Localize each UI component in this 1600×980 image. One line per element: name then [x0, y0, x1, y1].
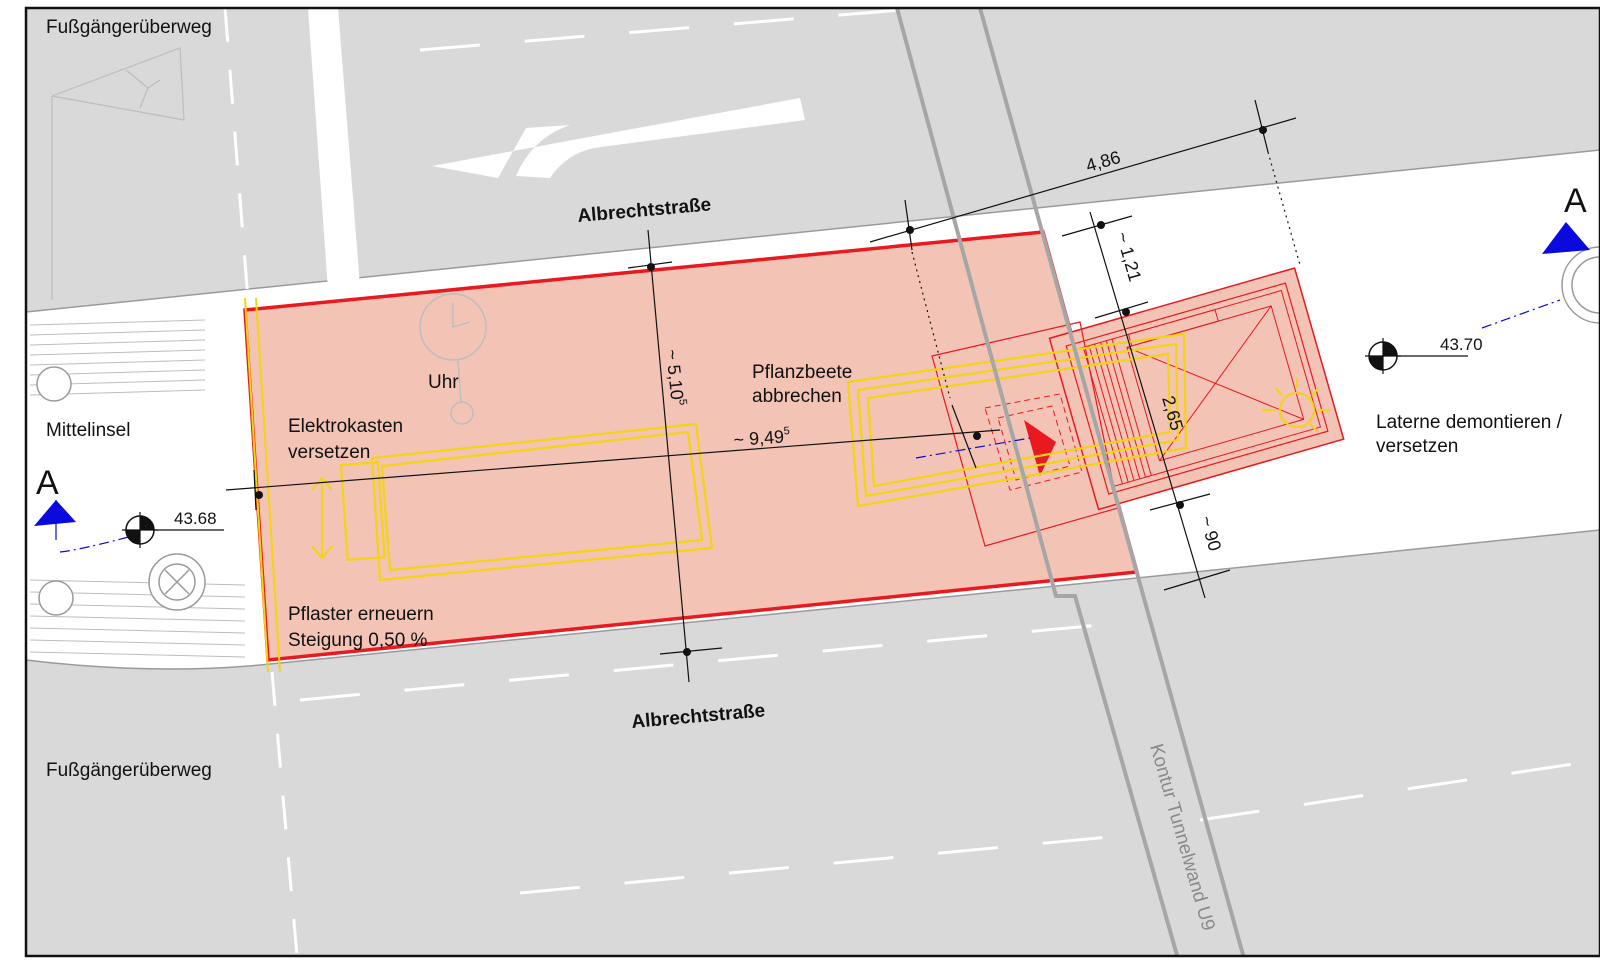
section-arrow-icon	[1542, 222, 1590, 254]
lamp-icon	[1262, 378, 1330, 433]
sign-sketch	[51, 47, 185, 300]
bollards	[36, 366, 206, 616]
section-mark-right: A	[1564, 182, 1587, 220]
planters-label: Pflanzbeete	[752, 362, 852, 383]
paving-label: Pflaster erneuern	[288, 604, 434, 625]
electric-box-label: Elektrokasten	[288, 416, 403, 437]
tunnel-contour	[895, 8, 1246, 956]
section-lines	[59, 299, 1561, 553]
planters-label-2: abbrechen	[752, 386, 842, 407]
elevation-right: 43.70	[1440, 335, 1483, 354]
dimension-dotted	[911, 151, 1301, 399]
direction-arrow-icon	[432, 98, 805, 178]
elevation-marker-icon	[122, 512, 224, 548]
dimension-points	[255, 126, 1267, 656]
direction-pointer-icon	[1024, 420, 1056, 476]
stop-line	[308, 8, 360, 290]
section-arrow-icon	[34, 500, 76, 526]
section-mark-left: A	[36, 464, 59, 502]
elevation-marker-icon	[1365, 338, 1468, 374]
paving-label-2: Steigung 0,50 %	[288, 630, 428, 651]
dimension-length-main-value: ~ 9,49	[733, 427, 785, 450]
crossing-dash	[223, 8, 299, 956]
median-label: Mittelinsel	[46, 420, 130, 441]
dimension-length-main: ~ 9,495	[733, 425, 791, 450]
planter-left	[339, 422, 714, 582]
dimension-length-main-sup: 5	[783, 425, 790, 437]
lane-markings	[299, 8, 1600, 895]
crossing-label-top: Fußgängerüberweg	[46, 17, 212, 38]
crossing-label-bottom: Fußgängerüberweg	[46, 760, 212, 781]
area-edge-lines	[244, 297, 281, 673]
clock-label: Uhr	[428, 372, 459, 393]
electric-box-label-2: versetzen	[288, 442, 370, 463]
bollard-right	[1561, 246, 1600, 324]
lamp-label: Laterne demontieren /	[1376, 412, 1563, 433]
move-arrow-icon	[311, 476, 333, 560]
planter-right	[846, 332, 1188, 508]
plan-frame	[24, 6, 1600, 958]
clock-icon	[419, 293, 487, 425]
elevation-left: 43.68	[174, 509, 217, 528]
dimension-width-main-sup: 5	[676, 398, 689, 405]
dimension-lines	[225, 99, 1297, 683]
lamp-label-2: versetzen	[1376, 436, 1458, 457]
